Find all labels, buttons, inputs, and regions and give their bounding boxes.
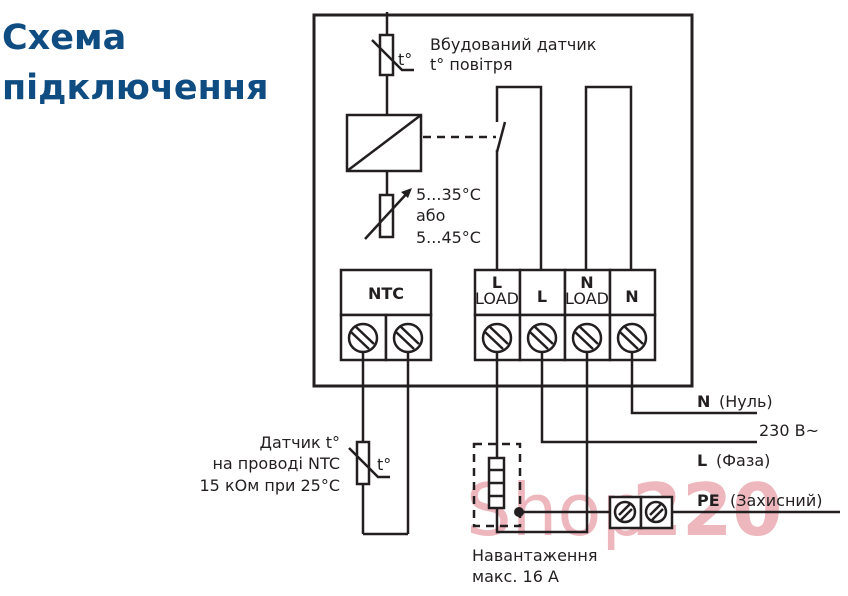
range-1: 5...35°C [416,185,481,204]
relay-switch-icon [495,85,633,277]
l-label-bold: L [697,451,707,470]
load-label-2: макс. 16 А [472,567,559,586]
terminal-l-load-top: L [492,273,502,292]
load-heater-icon [472,442,524,528]
range-or: або [416,206,445,225]
title-line-1: Схема [2,18,127,58]
l-label: (Фаза) [716,451,770,470]
screw-icon [616,322,648,354]
air-sensor-icon [371,12,414,115]
terminal-n-load-top: N [580,273,593,292]
load-label-1: Навантаження [472,546,597,565]
ntc-terminal-label: NTC [368,284,404,303]
phase-wire [540,352,757,444]
screw-icon [644,500,668,524]
terminal-l: L [537,287,547,306]
screw-icon [571,322,603,354]
ntc-sensor-wiring [355,352,410,536]
pe-label-bold: PE [697,491,720,510]
ntc-sensor-label-2: на проводі NTC [212,454,340,473]
thermostat-housing [312,13,694,388]
pe-label: (Захисний) [730,491,822,510]
mains-wiring [495,352,840,534]
neutral-wire [630,352,757,415]
terminal-l-load-bottom: LOAD [475,289,519,308]
controller-icon [345,113,423,173]
ntc-sensor-icon [348,447,390,479]
air-sensor-label-2: t° повітря [430,55,513,74]
pe-terminal-block [608,495,674,530]
n-label-bold: N [697,392,710,411]
title-line-2: підключення [2,68,269,108]
air-sensor-label-1: Вбудований датчик [430,35,597,54]
ntc-sensor-label-3: 15 кОм при 25°C [200,476,341,495]
terminal-n-load-bottom: LOAD [565,289,609,308]
setpoint-resistor-icon [364,171,412,240]
n-label: (Нуль) [719,392,773,411]
range-2: 5...45°C [416,228,481,247]
ntc-sensor-symbol: t° [377,455,391,474]
air-sensor-symbol: t° [398,50,412,69]
ntc-sensor-label-1: Датчик t° [260,433,341,452]
screw-icon [613,500,637,524]
load-neutral-wire [495,352,589,534]
terminal-n: N [625,287,638,306]
voltage-label: 230 В~ [759,421,819,440]
